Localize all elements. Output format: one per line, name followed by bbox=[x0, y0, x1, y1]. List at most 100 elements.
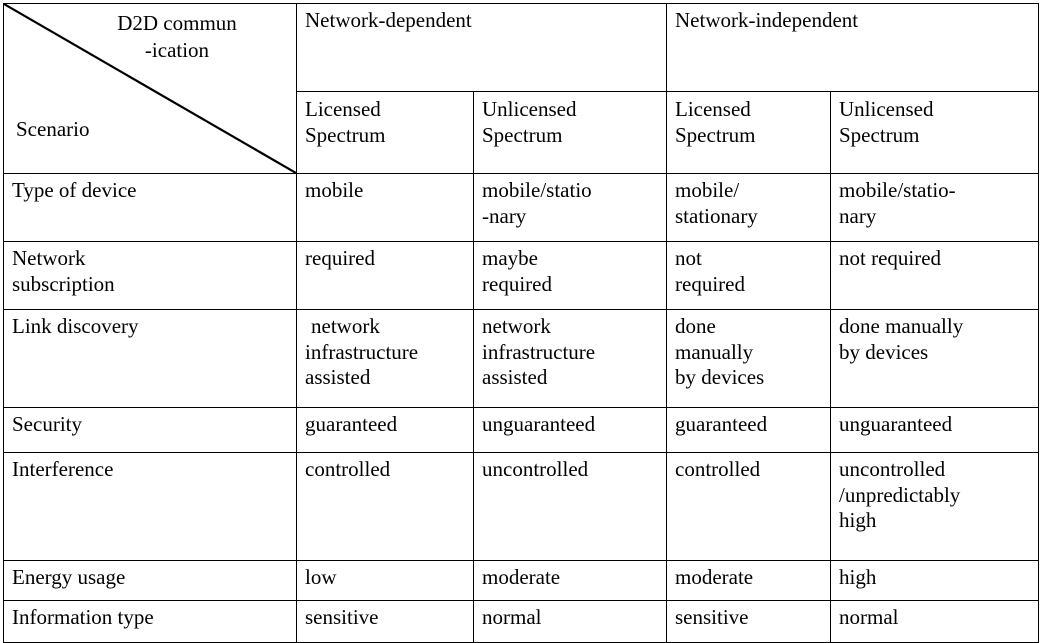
row-label-line2: subscription bbox=[12, 271, 115, 296]
cell-link-discovery-dependent-licensed: network infrastructure assisted bbox=[296, 309, 474, 408]
row-axis-label: Scenario bbox=[16, 117, 90, 142]
row-label-line1: Link discovery bbox=[12, 314, 139, 338]
cell-link-discovery-independent-unlicensed: done manually by devices bbox=[829, 309, 1040, 408]
cell-line1: controlled bbox=[305, 457, 391, 481]
table-row: Link discovery network infrastructure as… bbox=[3, 309, 1040, 408]
subheader-line2: Spectrum bbox=[839, 123, 920, 148]
cell-energy-usage-dependent-unlicensed: moderate bbox=[473, 560, 667, 601]
subheader-line1: Licensed bbox=[675, 97, 751, 121]
subheader-line2: Spectrum bbox=[305, 123, 386, 148]
cell-link-discovery-independent-licensed: done manually by devices bbox=[666, 309, 831, 408]
cell-line3: by devices bbox=[675, 365, 765, 390]
cell-line1: mobile bbox=[305, 178, 364, 202]
row-label-security: Security bbox=[3, 407, 297, 453]
diagonal-divider-icon bbox=[4, 4, 296, 173]
cell-line2: /unpredictably bbox=[839, 482, 961, 507]
group-header-network-dependent: Network-dependent bbox=[296, 3, 667, 92]
subheader-dependent-unlicensed: Unlicensed Spectrum bbox=[473, 91, 667, 174]
cell-security-independent-licensed: guaranteed bbox=[666, 407, 831, 453]
cell-line1: not required bbox=[839, 246, 942, 270]
table-row: Network subscription required maybe requ… bbox=[3, 241, 1040, 310]
cell-line3: high bbox=[839, 508, 877, 533]
cell-line1: moderate bbox=[675, 565, 754, 589]
cell-line1: network bbox=[482, 314, 551, 338]
cell-information-type-independent-licensed: sensitive bbox=[666, 600, 831, 643]
table-row: Energy usage low moderate moderate high bbox=[3, 560, 1040, 601]
d2d-comparison-table: D2D commun -ication Scenario Network-dep… bbox=[3, 3, 1040, 643]
table-row: Information type sensitive normal sensit… bbox=[3, 600, 1040, 643]
cell-line1: required bbox=[305, 246, 375, 270]
cell-line2: infrastructure bbox=[305, 339, 419, 364]
cell-line1: high bbox=[839, 565, 877, 589]
cell-line1: done bbox=[675, 314, 716, 338]
cell-line1: not bbox=[675, 246, 702, 270]
cell-line3: assisted bbox=[482, 365, 548, 390]
cell-line1: unguaranteed bbox=[482, 412, 596, 436]
cell-interference-dependent-unlicensed: uncontrolled bbox=[473, 452, 667, 561]
d2d-comparison-table-container: D2D commun -ication Scenario Network-dep… bbox=[0, 3, 1041, 643]
cell-type-of-device-dependent-unlicensed: mobile/statio -nary bbox=[473, 173, 667, 242]
cell-line1: uncontrolled bbox=[482, 457, 589, 481]
cell-line3: assisted bbox=[305, 365, 371, 390]
row-label-link-discovery: Link discovery bbox=[3, 309, 297, 408]
cell-line1: mobile/ bbox=[675, 178, 740, 202]
subheader-line1: Licensed bbox=[305, 97, 381, 121]
cell-type-of-device-dependent-licensed: mobile bbox=[296, 173, 474, 242]
cell-energy-usage-dependent-licensed: low bbox=[296, 560, 474, 601]
cell-line1: network bbox=[311, 314, 380, 338]
group-header-row: D2D commun -ication Scenario Network-dep… bbox=[3, 3, 1040, 174]
cell-line1: low bbox=[305, 565, 337, 589]
cell-line2: stationary bbox=[675, 203, 758, 228]
cell-line2: nary bbox=[839, 203, 877, 228]
row-label-type-of-device: Type of device bbox=[3, 173, 297, 242]
cell-interference-independent-unlicensed: uncontrolled /unpredictably high bbox=[829, 452, 1040, 561]
subheader-independent-unlicensed: Unlicensed Spectrum bbox=[829, 91, 1040, 174]
cell-line1: guaranteed bbox=[305, 412, 398, 436]
cell-information-type-independent-unlicensed: normal bbox=[829, 600, 1040, 643]
table-row: Type of device mobile mobile/statio -nar… bbox=[3, 173, 1040, 242]
table-row: Interference controlled uncontrolled con… bbox=[3, 452, 1040, 561]
row-label-interference: Interference bbox=[3, 452, 297, 561]
subheader-row: Licensed Spectrum Unlicensed Spectrum Li… bbox=[4, 91, 1040, 174]
subheader-line2: Spectrum bbox=[482, 123, 563, 148]
column-axis-label: D2D commun -ication bbox=[72, 10, 282, 64]
subheader-dependent-licensed: Licensed Spectrum bbox=[296, 91, 474, 174]
cell-energy-usage-independent-unlicensed: high bbox=[829, 560, 1040, 601]
cell-line2: by devices bbox=[839, 339, 929, 364]
row-label-network-subscription: Network subscription bbox=[3, 241, 297, 310]
subheader-line1: Unlicensed bbox=[839, 97, 934, 121]
cell-line1: done manually bbox=[839, 314, 964, 338]
cell-type-of-device-independent-unlicensed: mobile/statio- nary bbox=[829, 173, 1040, 242]
subheader-independent-licensed: Licensed Spectrum bbox=[666, 91, 831, 174]
cell-line1: mobile/statio bbox=[482, 178, 592, 202]
cell-interference-independent-licensed: controlled bbox=[666, 452, 831, 561]
row-label-line1: Network bbox=[12, 246, 86, 270]
cell-type-of-device-independent-licensed: mobile/ stationary bbox=[666, 173, 831, 242]
subheader-line1: Unlicensed bbox=[482, 97, 577, 121]
group-header-network-independent: Network-independent bbox=[665, 3, 1040, 92]
cell-information-type-dependent-unlicensed: normal bbox=[473, 600, 667, 643]
cell-line1: moderate bbox=[482, 565, 561, 589]
cell-line1: controlled bbox=[675, 457, 761, 481]
cell-security-dependent-unlicensed: unguaranteed bbox=[473, 407, 667, 453]
column-axis-label-line1: D2D commun bbox=[117, 11, 237, 35]
cell-security-independent-unlicensed: unguaranteed bbox=[829, 407, 1040, 453]
cell-network-subscription-dependent-licensed: required bbox=[296, 241, 474, 310]
cell-information-type-dependent-licensed: sensitive bbox=[296, 600, 474, 643]
cell-network-subscription-independent-licensed: not required bbox=[666, 241, 831, 310]
row-label-information-type: Information type bbox=[3, 600, 297, 643]
cell-line1: normal bbox=[839, 605, 899, 629]
column-axis-label-line2: -ication bbox=[144, 37, 210, 62]
row-label-line1: Type of device bbox=[12, 178, 137, 202]
corner-header-cell: D2D commun -ication Scenario bbox=[3, 3, 297, 174]
row-label-line1: Security bbox=[12, 412, 82, 436]
cell-line2: required bbox=[675, 271, 745, 296]
cell-interference-dependent-licensed: controlled bbox=[296, 452, 474, 561]
cell-line1: unguaranteed bbox=[839, 412, 953, 436]
cell-line1: maybe bbox=[482, 246, 538, 270]
cell-line2: manually bbox=[675, 339, 754, 364]
cell-energy-usage-independent-licensed: moderate bbox=[666, 560, 831, 601]
cell-line1: sensitive bbox=[305, 605, 379, 629]
row-label-line1: Interference bbox=[12, 457, 114, 481]
cell-link-discovery-dependent-unlicensed: network infrastructure assisted bbox=[473, 309, 667, 408]
